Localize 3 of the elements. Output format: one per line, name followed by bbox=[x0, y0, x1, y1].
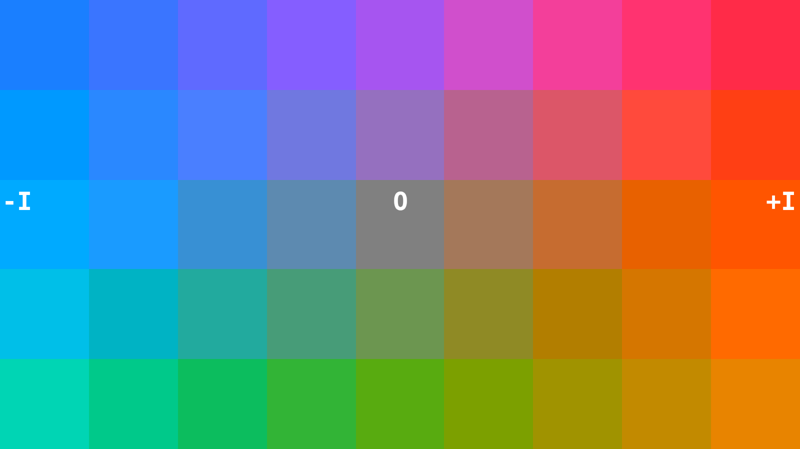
axis-label: -I bbox=[2, 187, 32, 217]
axis-label: O bbox=[393, 187, 408, 217]
axis-label: +I bbox=[766, 187, 796, 217]
